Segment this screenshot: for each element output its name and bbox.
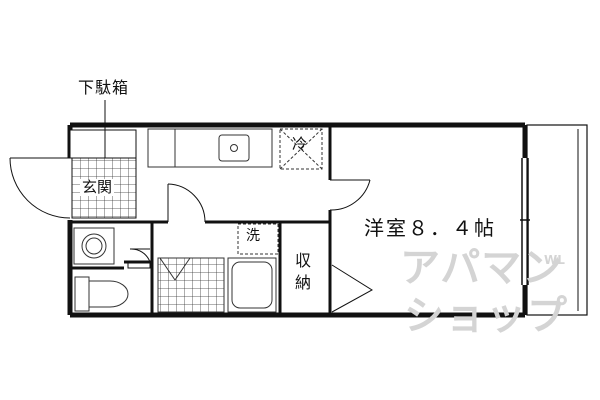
watermark-side: WL xyxy=(544,253,565,267)
main-room-label: 洋室８．４帖 xyxy=(364,216,496,240)
kitchen-counter xyxy=(147,128,273,168)
washer-label: 洗 xyxy=(246,228,260,244)
exterior-walls xyxy=(67,122,528,318)
washer-space xyxy=(237,223,279,255)
shoe-box-label: 下駄箱 xyxy=(78,78,130,97)
toilet-door xyxy=(127,248,151,269)
dressing-floor xyxy=(157,257,225,313)
toilet xyxy=(74,276,129,312)
fridge-space xyxy=(279,128,323,170)
watermark-line2: ショップ xyxy=(404,293,568,339)
window xyxy=(520,158,530,285)
closet-door xyxy=(331,264,373,313)
room-door xyxy=(329,179,371,211)
entrance-door xyxy=(9,157,71,219)
entrance-label: 玄関 xyxy=(80,178,115,196)
watermark-line1: アパマン xyxy=(400,245,564,291)
folding-door xyxy=(158,257,224,281)
fridge-label: 冷 xyxy=(292,135,308,153)
shoe-box xyxy=(69,129,137,159)
balcony xyxy=(526,124,588,316)
storage-label: 収納 xyxy=(294,251,311,292)
bath-door xyxy=(167,183,206,223)
washbasin xyxy=(73,227,115,265)
bathtub xyxy=(227,257,277,313)
